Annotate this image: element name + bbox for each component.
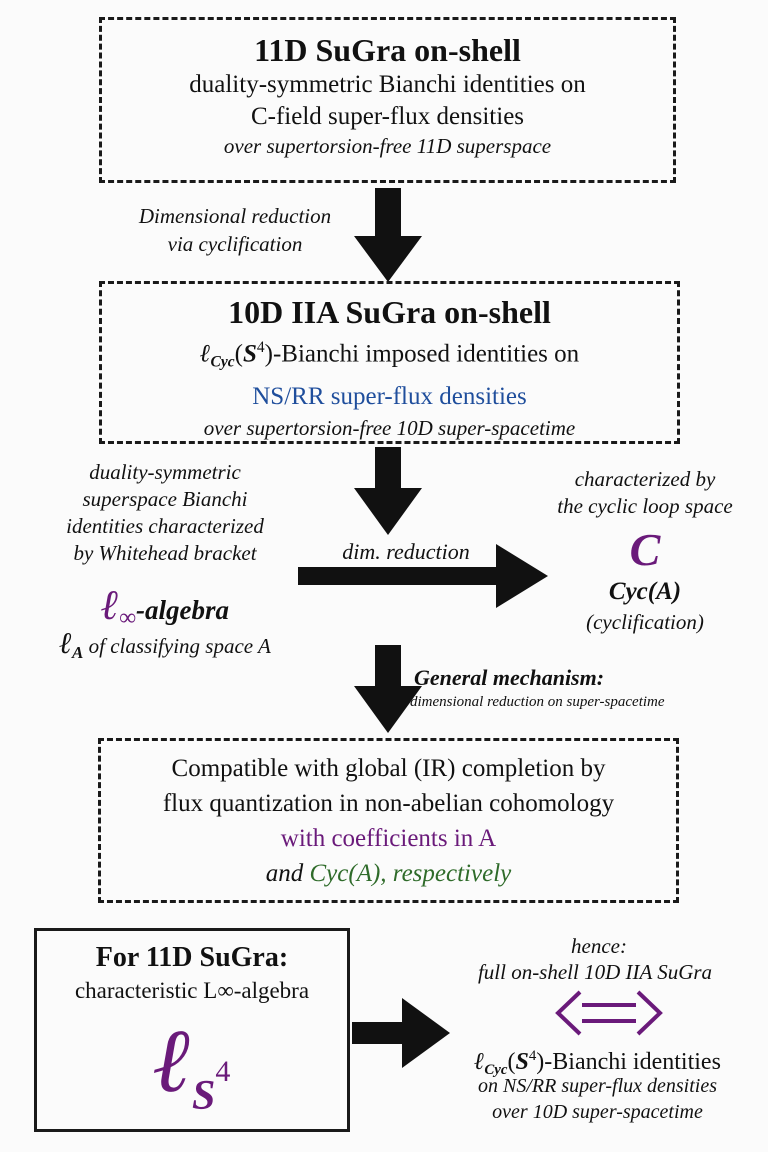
l-infinity-algebra: ℓ∞-algebra [20, 583, 310, 638]
box-line: and Cyc(A), respectively [101, 856, 676, 891]
right-description: characterized by the cyclic loop space [530, 466, 760, 520]
paren: ( [234, 340, 243, 368]
box-line: Compatible with global (IR) completion b… [171, 755, 606, 782]
double-arrow-icon [555, 990, 663, 1036]
box-line: duality-symmetric Bianchi identities on [189, 71, 586, 98]
text: -Bianchi identities [544, 1048, 721, 1075]
arrow-label: General mechanism: dimensional reduction… [410, 664, 764, 712]
down-arrow-icon [354, 188, 422, 282]
ell-symbol: ℓ [199, 340, 211, 368]
l-s4-symbol: ℓS4 [37, 1007, 347, 1151]
text-line: characterized by [574, 467, 716, 491]
subscript: S [192, 1073, 216, 1119]
arrow-label: dim. reduction [342, 539, 470, 564]
box-line: NS/RR super-flux densities [252, 382, 527, 410]
text-line: superspace Bianchi [82, 487, 248, 511]
text-line: identities characterized [66, 514, 264, 538]
down-arrow-icon [354, 447, 422, 535]
hence-label: hence: [571, 934, 627, 958]
cyclification-label: (cyclification) [586, 610, 704, 634]
paren: ) [264, 340, 273, 368]
cyc-a-label: Cyc(A) [608, 578, 682, 605]
box-line: over supertorsion-free 11D superspace [223, 134, 552, 158]
box-line: over supertorsion-free 10D super-spaceti… [203, 415, 576, 440]
box-line: with coefficients in A [280, 825, 497, 852]
text-line: by Whitehead bracket [73, 541, 257, 565]
paren: ( [507, 1048, 516, 1075]
text: of classifying space A [83, 634, 271, 658]
box-11d-sugra: 11D SuGra on-shell duality-symmetric Bia… [99, 17, 676, 183]
box-line: flux quantization in non-abelian cohomol… [162, 790, 615, 817]
text: -Bianchi imposed identities on [272, 340, 580, 368]
superscript: 4 [528, 1048, 537, 1064]
ell-symbol: ℓ [100, 583, 119, 629]
bottom-line: over 10D super-spacetime [492, 1101, 703, 1123]
subscript: A [72, 643, 84, 662]
superscript: 4 [215, 1055, 231, 1088]
ell-symbol: ℓ [153, 1012, 193, 1111]
arrow-label: Dimensional reduction via cyclification [100, 202, 370, 258]
box-11d-characteristic: For 11D SuGra: characteristic L∞-algebra… [34, 928, 350, 1132]
sphere-symbol: S [515, 1048, 529, 1075]
subscript: Cyc [484, 1062, 508, 1079]
bottom-line: on NS/RR super-flux densities [477, 1075, 717, 1097]
right-arrow-icon [352, 998, 450, 1068]
cyclification-symbol: C [629, 524, 661, 575]
bottom-bianchi-line: ℓCyc(S4)-Bianchi identities [430, 1040, 765, 1086]
arrow-label-line: Dimensional reduction [138, 204, 332, 228]
text: Cyc(A), respectively [309, 860, 512, 887]
ell-symbol: ℓ [474, 1048, 485, 1075]
box-title: For 11D SuGra: [95, 942, 289, 973]
text-line: duality-symmetric [89, 460, 241, 484]
down-arrow-icon [354, 645, 422, 733]
text-line: the cyclic loop space [557, 494, 733, 518]
text: -algebra [136, 595, 230, 625]
box-10d-iia-sugra: 10D IIA SuGra on-shell ℓCyc(S4)-Bianchi … [99, 281, 680, 444]
full-onshell-label: full on-shell 10D IIA SuGra [477, 960, 713, 984]
right-arrow-icon [298, 544, 548, 608]
arrow-label-line: via cyclification [167, 232, 303, 256]
arrow-label-line: General mechanism: [414, 665, 605, 690]
text: and [265, 860, 310, 887]
l-a-classifying: ℓA of classifying space A [20, 628, 310, 669]
arrow-label-line: dimensional reduction on super-spacetime [410, 694, 665, 710]
box-flux-quantization: Compatible with global (IR) completion b… [98, 738, 679, 903]
paren: ) [536, 1048, 545, 1075]
box-title: 11D SuGra on-shell [254, 32, 521, 68]
superscript: 4 [256, 339, 265, 356]
box-line: characteristic L∞-algebra [74, 978, 310, 1003]
box-line: ℓCyc(S4)-Bianchi imposed identities on [102, 330, 677, 381]
ell-symbol: ℓ [59, 627, 73, 660]
box-line: C-field super-flux densities [250, 103, 525, 130]
left-description: duality-symmetric superspace Bianchi ide… [20, 459, 310, 567]
subscript: Cyc [210, 353, 235, 371]
box-title: 10D IIA SuGra on-shell [228, 294, 551, 330]
subscript: ∞ [118, 605, 137, 631]
sphere-symbol: S [242, 340, 257, 368]
